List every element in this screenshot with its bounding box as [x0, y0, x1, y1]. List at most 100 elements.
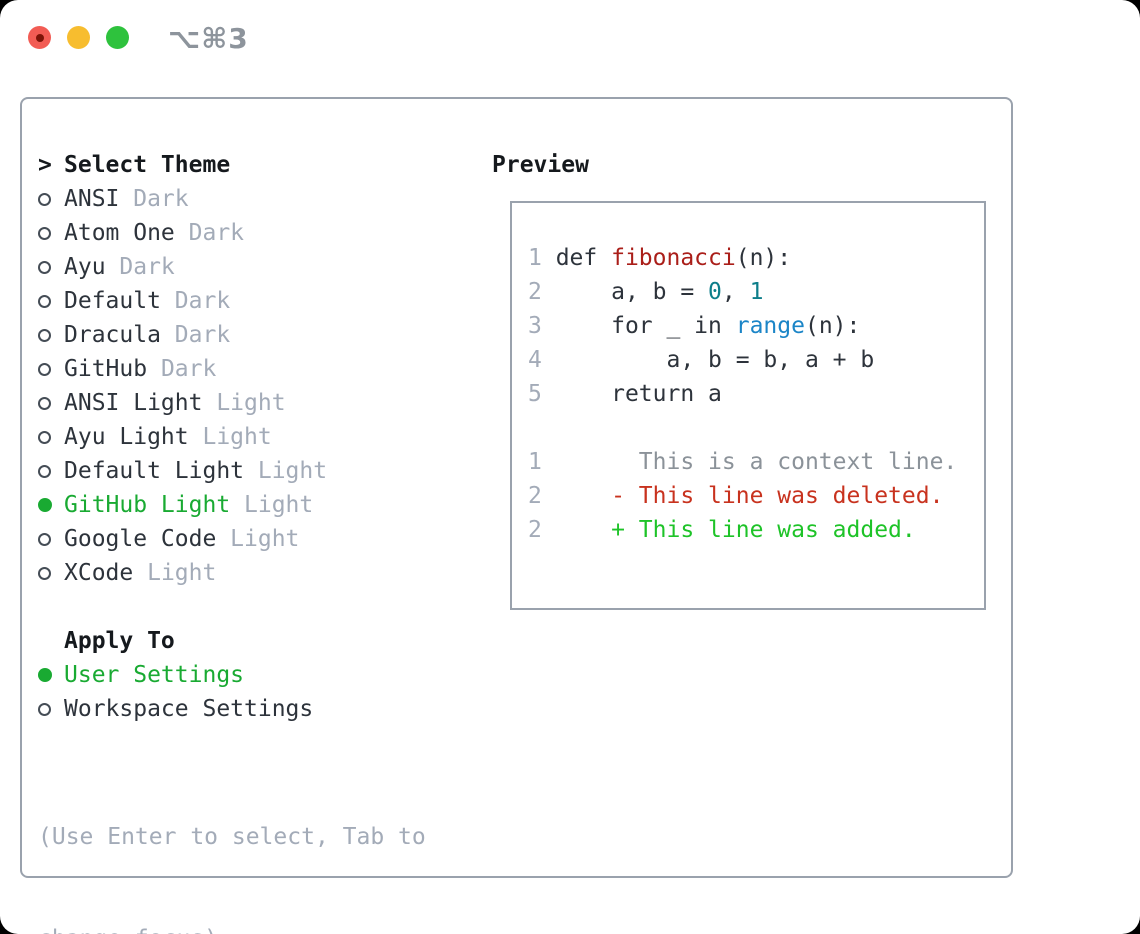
theme-option-google-code[interactable]: Google Code Light: [38, 522, 478, 556]
variant-tag: Dark: [174, 322, 231, 348]
radio-marker: [38, 352, 64, 386]
variant-tag: Dark: [188, 220, 245, 246]
minimize-button[interactable]: [67, 26, 90, 49]
option-label: Dracula: [64, 322, 161, 348]
variant-tag: Light: [216, 390, 286, 416]
radio-marker: [38, 556, 64, 590]
theme-option-default-light[interactable]: Default Light Light: [38, 454, 478, 488]
option-label: Ayu Light: [64, 424, 189, 450]
radio-icon: [38, 702, 51, 716]
theme-option-default[interactable]: Default Dark: [38, 284, 478, 318]
radio-selected-icon: [38, 498, 52, 512]
theme-option-atom-one[interactable]: Atom One Dark: [38, 216, 478, 250]
option-label: XCode: [64, 560, 134, 586]
code-token: This is a context line.: [555, 449, 958, 475]
close-button[interactable]: [28, 26, 51, 49]
apply-to-title: Apply To: [64, 628, 175, 654]
radio-marker: [38, 420, 64, 454]
apply-to-header: Apply To: [38, 624, 478, 658]
preview-title: Preview: [492, 152, 589, 178]
option-label: Workspace Settings: [64, 696, 314, 722]
code-token: ,: [721, 279, 750, 305]
code-token: 3: [528, 313, 556, 339]
radio-marker: [38, 284, 64, 318]
code-line: [528, 411, 984, 445]
theme-option-ayu-light[interactable]: Ayu Light Light: [38, 420, 478, 454]
theme-option-github-light[interactable]: GitHub Light Light: [38, 488, 478, 522]
keyboard-shortcut-label: ⌥⌘3: [168, 22, 249, 55]
option-label: Ayu: [64, 254, 106, 280]
option-label: ANSI: [64, 186, 120, 212]
maximize-button[interactable]: [106, 26, 129, 49]
apply-option-workspace-settings[interactable]: Workspace Settings: [38, 692, 478, 726]
radio-marker: [38, 658, 64, 692]
radio-selected-icon: [38, 668, 52, 682]
code-line: 1 This is a context line.: [528, 445, 984, 479]
code-line: 2 + This line was added.: [528, 513, 984, 547]
marker-spacer: [38, 624, 64, 658]
option-label: User Settings: [64, 662, 245, 688]
help-line-1: (Use Enter to select, Tab to: [38, 824, 426, 850]
code-token: 5: [528, 381, 556, 407]
apply-option-user-settings[interactable]: User Settings: [38, 658, 478, 692]
radio-icon: [38, 396, 51, 410]
radio-icon: [38, 532, 51, 546]
code-line: 5 return a: [528, 377, 984, 411]
code-token: 2: [528, 517, 556, 543]
traffic-lights: [28, 26, 129, 49]
variant-tag: Light: [257, 458, 328, 484]
radio-marker: [38, 522, 64, 556]
variant-tag: Dark: [133, 186, 189, 212]
code-token: return a: [555, 381, 722, 407]
variant-tag: Light: [202, 424, 272, 450]
radio-icon: [38, 260, 51, 274]
option-label: GitHub Light: [64, 492, 231, 518]
code-token: a, b = b, a + b: [555, 347, 875, 373]
radio-marker: [38, 182, 64, 216]
option-label: Google Code: [64, 526, 217, 552]
code-token: 4: [528, 347, 556, 373]
code-token: 1: [528, 245, 556, 271]
option-label: Atom One: [64, 220, 175, 246]
code-token: range: [735, 313, 805, 339]
code-line: 1 def fibonacci(n):: [528, 241, 984, 275]
code-line: 2 - This line was deleted.: [528, 479, 984, 513]
radio-icon: [38, 294, 51, 308]
code-token: 1: [749, 279, 764, 305]
variant-tag: Light: [244, 492, 314, 518]
code-token: 0: [708, 279, 722, 305]
select-theme-header: > Select Theme: [38, 148, 478, 182]
radio-icon: [38, 362, 51, 376]
option-label: ANSI Light: [64, 390, 203, 416]
theme-option-ansi-light[interactable]: ANSI Light Light: [38, 386, 478, 420]
code-token: fibonacci: [611, 245, 736, 271]
radio-icon: [38, 566, 51, 580]
theme-option-ansi[interactable]: ANSI Dark: [38, 182, 478, 216]
code-line: 2 a, b = 0, 1: [528, 275, 984, 309]
variant-tag: Light: [230, 526, 300, 552]
radio-marker: [38, 488, 64, 522]
variant-tag: Dark: [174, 288, 231, 314]
radio-icon: [38, 328, 51, 342]
option-label: Default: [64, 288, 161, 314]
radio-icon: [38, 464, 51, 478]
help-text: (Use Enter to select, Tab to change focu…: [38, 752, 478, 934]
code-line: 4 a, b = b, a + b: [528, 343, 984, 377]
code-line: 3 for _ in range(n):: [528, 309, 984, 343]
code-token: + This line was added.: [555, 517, 916, 543]
radio-icon: [38, 430, 51, 444]
help-line-2: change focus): [38, 922, 478, 934]
option-label: GitHub: [64, 356, 148, 382]
code-token: def: [555, 245, 612, 271]
option-label: Default Light: [64, 458, 245, 484]
theme-option-dracula[interactable]: Dracula Dark: [38, 318, 478, 352]
